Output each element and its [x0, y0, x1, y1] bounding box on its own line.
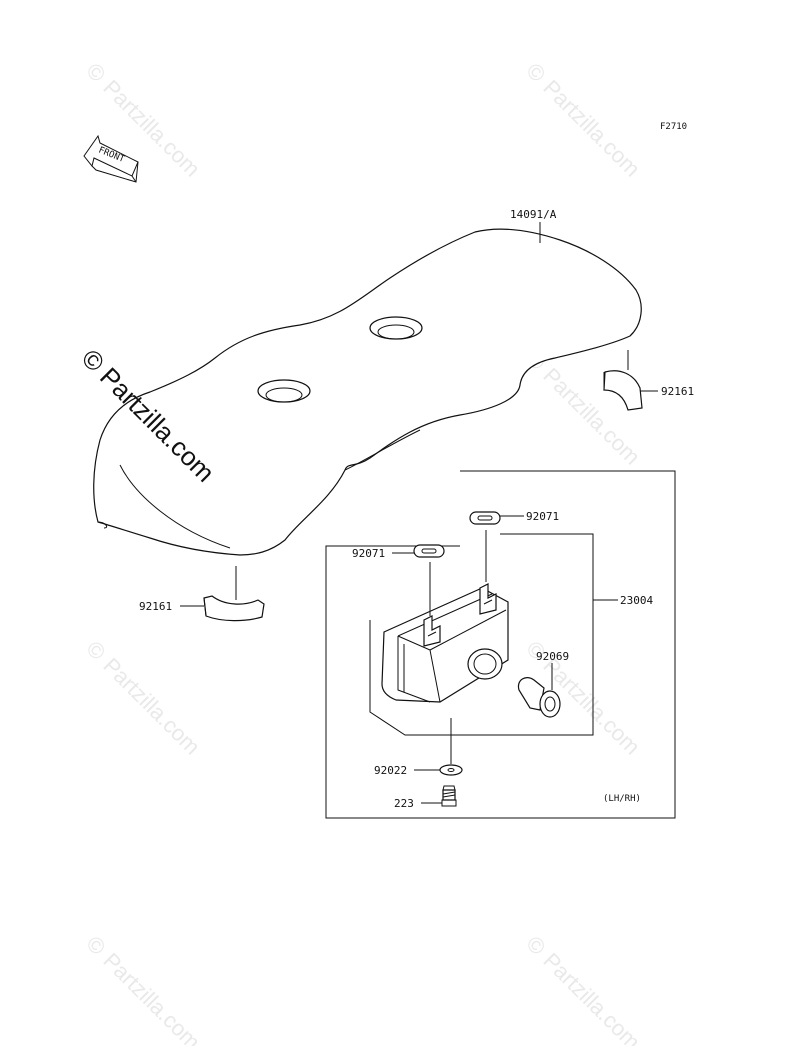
label-grommet-top: 92071 [526, 510, 559, 523]
watermark-top-left: © Partzilla.com [81, 58, 205, 182]
seat-hole-front [369, 316, 423, 340]
watermark-text: Partzilla.com [98, 75, 205, 182]
label-bulb: 92069 [536, 650, 569, 663]
label-pad-left: 92161 [139, 600, 172, 613]
front-arrow-icon: FRONT [83, 134, 139, 183]
watermark-text: Partzilla.com [98, 653, 205, 760]
diagram-code: F2710 [660, 122, 687, 132]
label-washer: 92022 [374, 764, 407, 777]
label-seat-cover: 14091/A [510, 208, 557, 221]
watermark-text: Partzilla.com [538, 75, 645, 182]
watermark-bottom-left: © Partzilla.com [81, 931, 205, 1046]
watermark-text: Partzilla.com [98, 948, 205, 1046]
watermark-top-right: © Partzilla.com [521, 58, 645, 182]
label-lamp-assembly: 23004 [620, 594, 653, 607]
watermark-mid-right: © Partzilla.com [521, 346, 645, 470]
lamp-detail-frame [325, 470, 676, 819]
seat-cover-outline [93, 228, 642, 556]
variant-note: (LH/RH) [603, 794, 641, 804]
grommet-left: 92071 [352, 544, 445, 616]
watermark-lower-left: © Partzilla.com [81, 636, 205, 760]
watermark-text: Partzilla.com [538, 948, 645, 1046]
watermark-symbol: © [521, 58, 550, 87]
lamp-assembly: 23004 [369, 533, 653, 736]
watermark-symbol: © [521, 931, 550, 960]
grommet-top: 92071 [469, 510, 559, 582]
bulb: 92069 [517, 650, 569, 718]
watermark-symbol: © [81, 58, 110, 87]
watermark-bottom-right: © Partzilla.com [521, 931, 645, 1046]
label-screw: 223 [394, 797, 414, 810]
washer: 92022 [374, 718, 463, 777]
watermark-symbol: © [81, 931, 110, 960]
pad-left: 92161 [139, 566, 265, 622]
watermark-symbol: © [81, 636, 110, 665]
label-grommet-left: 92071 [352, 547, 385, 560]
screw: 223 [394, 785, 457, 810]
seat-cover: 14091/A [93, 208, 642, 556]
seat-hole-rear [257, 379, 311, 403]
label-pad-right: 92161 [661, 385, 694, 398]
pad-right: 92161 [603, 350, 694, 411]
